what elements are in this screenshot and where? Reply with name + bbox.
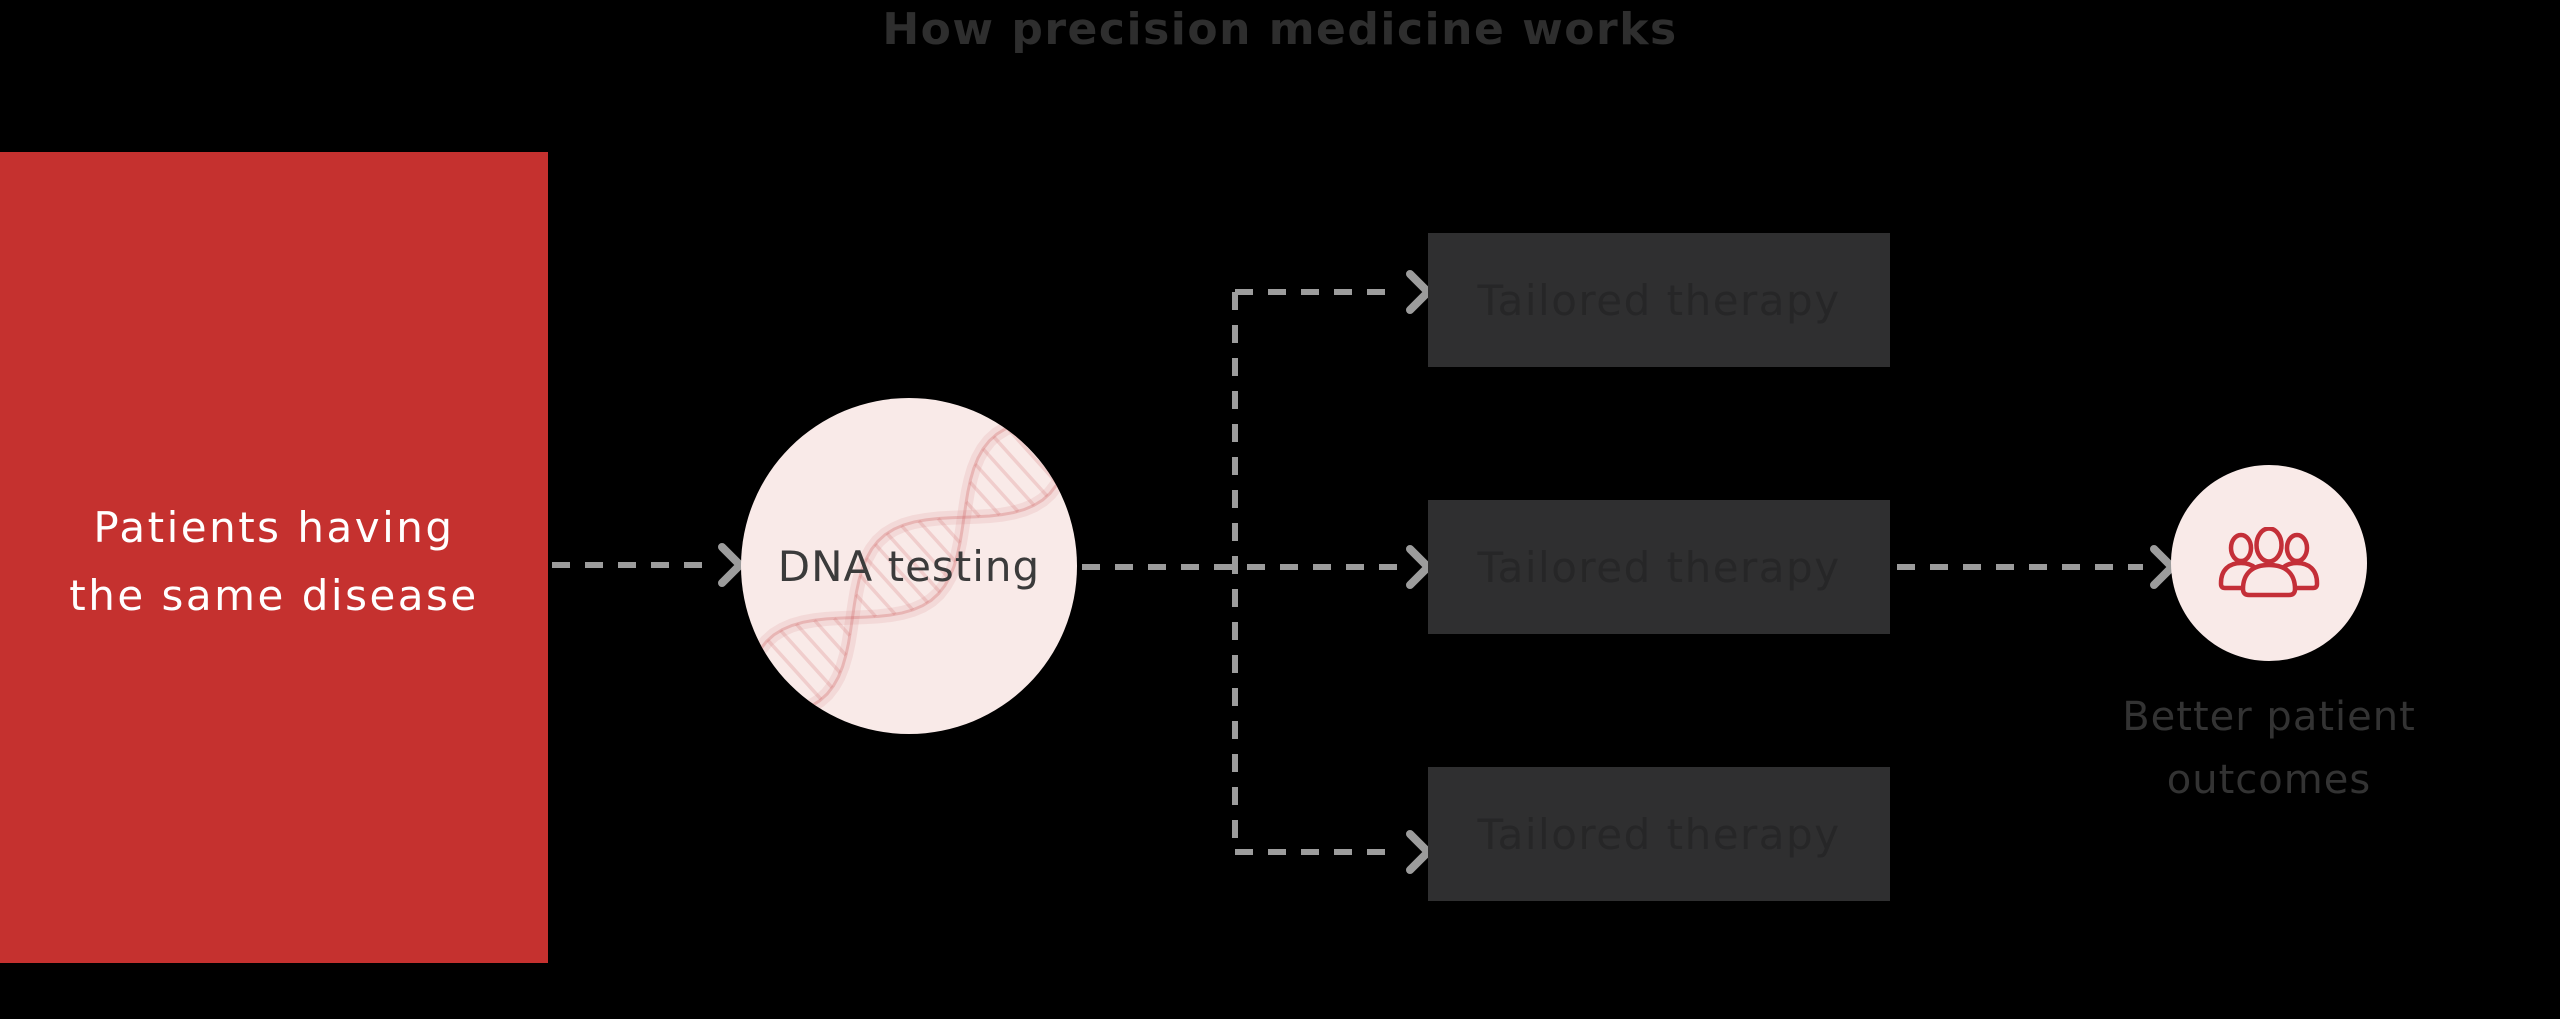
dna-circle: DNA testing: [741, 398, 1077, 734]
dashed-line-branch-vertical: [1232, 292, 1238, 852]
therapy-box-2: Tailored therapy: [1428, 500, 1890, 634]
patients-label-line1: Patients having: [93, 502, 455, 552]
therapy-label: Tailored therapy: [1477, 542, 1841, 592]
therapy-label: Tailored therapy: [1477, 809, 1841, 859]
therapy-box-3: Tailored therapy: [1428, 767, 1890, 901]
outcome-caption: Better patient outcomes: [2069, 686, 2469, 812]
dashed-line-branch-top: [1235, 289, 1400, 295]
outcome-caption-line1: Better patient: [2122, 694, 2416, 740]
outcome-caption-line2: outcomes: [2166, 757, 2372, 803]
dna-label: DNA testing: [777, 541, 1041, 591]
patients-box: Patients having the same disease: [0, 152, 548, 963]
dashed-line-patients-to-dna: [552, 562, 712, 568]
therapy-label: Tailored therapy: [1477, 275, 1841, 325]
dashed-line-branch-bottom: [1235, 849, 1400, 855]
outcome-circle: [2171, 465, 2367, 661]
arrowhead-icon: [718, 543, 744, 587]
page-title: How precision medicine works: [882, 4, 1678, 55]
people-group-icon: [2218, 527, 2320, 598]
dashed-line-dna-to-therapy: [1082, 564, 1400, 570]
patients-label-line2: the same disease: [69, 570, 479, 620]
dashed-line-therapy-to-outcome: [1897, 564, 2143, 570]
therapy-box-1: Tailored therapy: [1428, 233, 1890, 367]
